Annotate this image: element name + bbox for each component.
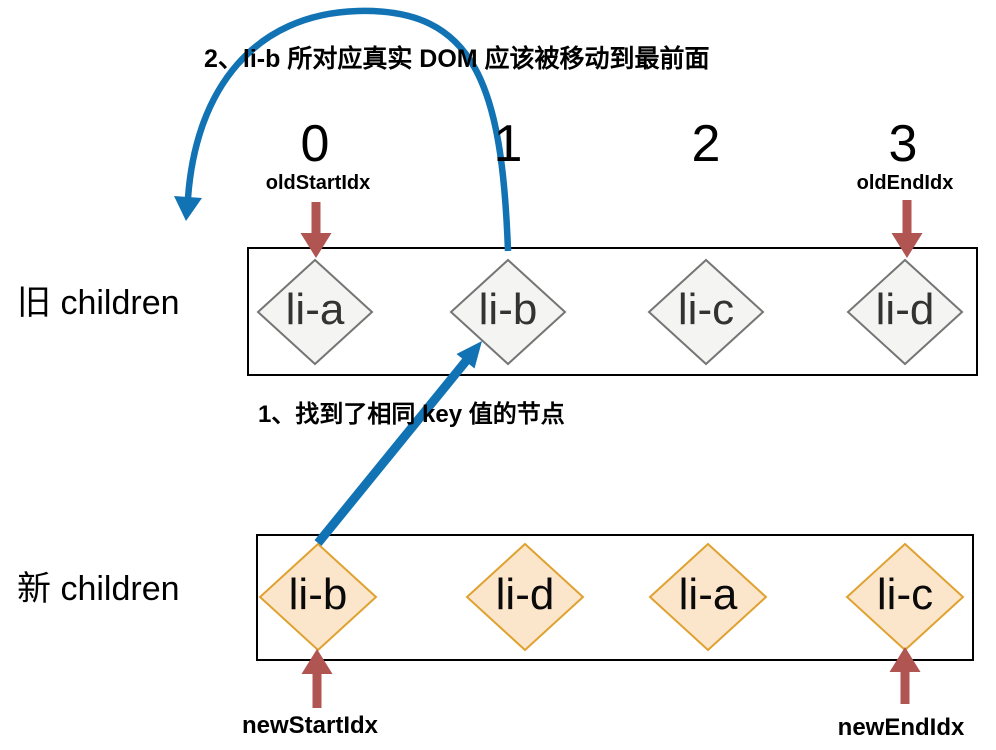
new-node-label-2: li-a <box>678 570 738 620</box>
new-node-diamond-1 <box>465 542 585 652</box>
step-2-annotation: 2、li-b 所对应真实 DOM 应该被移动到最前面 <box>204 45 710 73</box>
key-match-arrow-line <box>314 358 470 546</box>
old-node-diamond-1 <box>449 258 567 366</box>
old-start-pointer-label: oldStartIdx <box>265 172 371 194</box>
curved-move-arrow-head <box>174 196 202 221</box>
index-label-2: 2 <box>691 115 721 173</box>
new-node-diamond-2 <box>648 542 768 652</box>
old-end-pointer-arrow <box>891 200 923 258</box>
new-end-pointer-arrow <box>889 647 921 704</box>
key-match-arrow <box>314 341 482 546</box>
index-label-0: 0 <box>300 115 330 173</box>
old-row-label: 旧 children <box>17 284 180 322</box>
old-node-label-2: li-c <box>677 285 735 335</box>
step-1-annotation: 1、找到了相同 key 值的节点 <box>258 401 565 428</box>
new-node-label-1: li-d <box>495 570 555 620</box>
new-end-pointer-label: newEndIdx <box>837 714 965 741</box>
new-node-label-0: li-b <box>288 570 348 620</box>
old-node-diamond-2 <box>647 258 765 366</box>
old-node-label-0: li-a <box>285 285 345 335</box>
old-node-label-3: li-d <box>875 285 935 335</box>
key-match-arrow-head <box>456 341 482 369</box>
new-start-pointer-arrow <box>301 649 333 708</box>
new-node-label-3: li-c <box>876 570 934 620</box>
index-label-1: 1 <box>493 115 523 173</box>
old-node-diamond-0 <box>256 258 374 366</box>
new-start-pointer-label: newStartIdx <box>241 712 379 739</box>
old-end-pointer-label: oldEndIdx <box>856 172 954 194</box>
curved-move-arrow-line <box>184 7 512 252</box>
old-start-pointer-arrow <box>300 202 332 258</box>
new-node-diamond-0 <box>258 542 378 652</box>
old-node-diamond-3 <box>846 258 964 366</box>
old-node-label-1: li-b <box>478 285 538 335</box>
new-row-label: 新 children <box>17 570 180 608</box>
index-label-3: 3 <box>888 115 918 173</box>
curved-move-arrow <box>174 7 512 252</box>
